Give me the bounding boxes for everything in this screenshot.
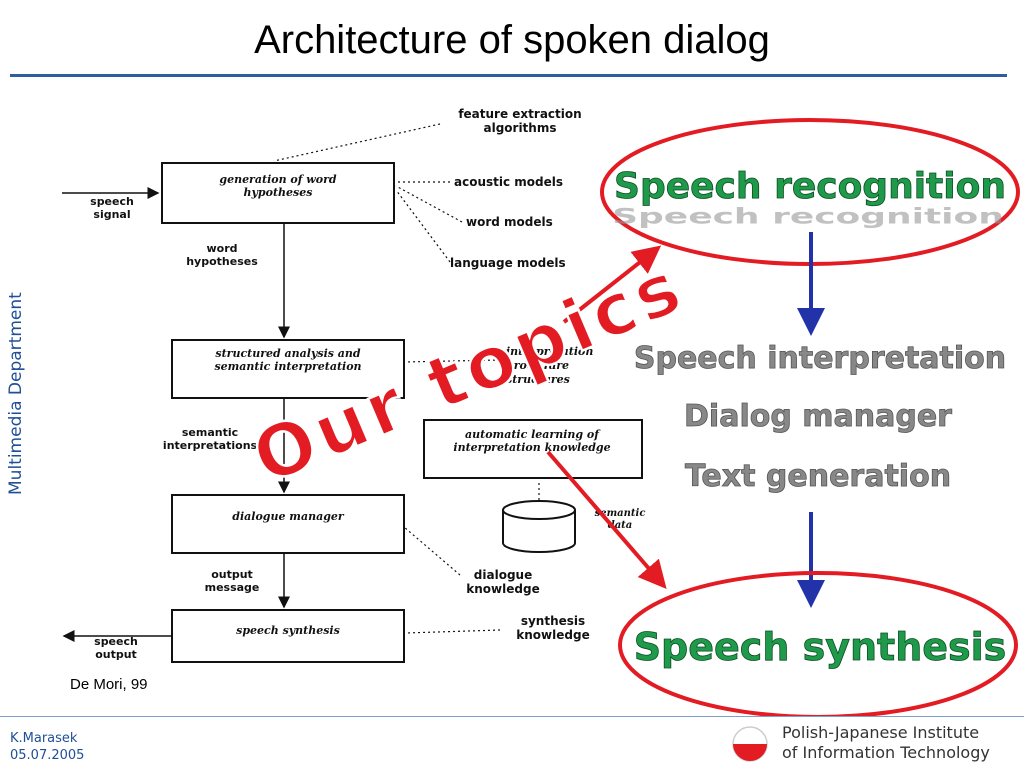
label-speech-output-1: speech xyxy=(94,635,138,648)
credit-text: De Mori, 99 xyxy=(70,676,148,693)
box-synthesis: speech synthesis xyxy=(171,609,405,663)
label-output-message-2: message xyxy=(205,581,260,594)
box-dialogue-label: dialogue manager xyxy=(232,510,345,523)
label-word-models: word models xyxy=(466,215,553,229)
label-semantic-data-2: data xyxy=(608,520,633,531)
topic-synthesis-label: Speech synthesis xyxy=(634,625,1007,669)
label-speech-signal-2: signal xyxy=(93,208,130,221)
author-block: K.Marasek 05.07.2005 xyxy=(10,730,84,764)
box-structured-line2: semantic interpretation xyxy=(214,360,361,373)
label-semantic-data-1: semantic xyxy=(595,508,646,519)
label-speech-signal-1: speech xyxy=(90,195,134,208)
box-automatic-line1: automatic learning of xyxy=(465,428,601,441)
architecture-diagram: generation of word hypotheses structured… xyxy=(62,107,1020,716)
slide-title: Architecture of spoken dialog xyxy=(254,18,770,62)
box-synthesis-label: speech synthesis xyxy=(236,624,340,637)
author-date: 05.07.2005 xyxy=(10,748,85,763)
title-rule xyxy=(10,74,1007,77)
flow-arrows xyxy=(62,187,290,642)
topic-text-generation: Text generation xyxy=(685,459,951,494)
label-feature-1: feature extraction xyxy=(458,107,581,121)
topic-middle: Speech interpretation Dialog manager Tex… xyxy=(633,341,1006,495)
database-icon xyxy=(502,500,576,553)
institute-line1: Polish-Japanese Institute xyxy=(782,723,980,742)
box-automatic-line2: interpretation knowledge xyxy=(453,441,610,454)
label-semantic-interp-1: semantic xyxy=(182,426,238,439)
red-arrows xyxy=(546,245,667,590)
topic-recognition-label: Speech recognition xyxy=(614,166,1006,207)
box-structured-line1: structured analysis and xyxy=(215,347,361,360)
institute-line2: of Information Technology xyxy=(782,743,990,762)
box-generation-line2: hypotheses xyxy=(244,186,313,199)
box-dialogue: dialogue manager xyxy=(171,494,405,554)
label-dialogue-knowledge-2: knowledge xyxy=(466,582,539,596)
dotted-connectors xyxy=(273,123,540,634)
topic-synthesis: Speech synthesis xyxy=(618,571,1018,716)
author-name: K.Marasek xyxy=(10,731,78,746)
label-semantic-interp-2: interpretations xyxy=(163,439,258,452)
label-interp-3: structures xyxy=(506,373,570,386)
label-output-message-1: output xyxy=(211,568,253,581)
topic-interpretation: Speech interpretation xyxy=(634,341,1006,376)
label-dialogue-knowledge-1: dialogue xyxy=(474,568,532,582)
box-automatic: automatic learning of interpretation kno… xyxy=(423,419,643,479)
label-acoustic: acoustic models xyxy=(454,175,563,189)
label-language: language models xyxy=(450,256,566,270)
diagram-labels: feature extraction algorithms acoustic m… xyxy=(90,107,645,661)
box-structured: structured analysis and semantic interpr… xyxy=(171,339,405,399)
institute-name: Polish-Japanese Institute of Information… xyxy=(782,723,990,763)
label-synthesis-knowledge-1: synthesis xyxy=(521,614,585,628)
label-word-hyp-2: hypotheses xyxy=(186,255,258,268)
footer-rule xyxy=(0,716,1024,717)
label-feature-2: algorithms xyxy=(483,121,556,135)
label-interp-1: interpretation xyxy=(506,345,593,358)
label-word-hyp-1: word xyxy=(206,242,237,255)
topic-recognition-shadow: Speech recognition xyxy=(612,203,1004,228)
box-generation: generation of word hypotheses xyxy=(161,162,395,224)
institute-logo-icon xyxy=(732,726,768,762)
topic-dialog-manager: Dialog manager xyxy=(684,399,952,434)
label-interp-2: procedure xyxy=(506,359,569,372)
label-synthesis-knowledge-2: knowledge xyxy=(516,628,589,642)
label-speech-output-2: output xyxy=(95,648,137,661)
box-generation-line1: generation of word xyxy=(219,173,337,186)
topic-recognition: Speech recognition Speech recognition xyxy=(600,118,1020,266)
